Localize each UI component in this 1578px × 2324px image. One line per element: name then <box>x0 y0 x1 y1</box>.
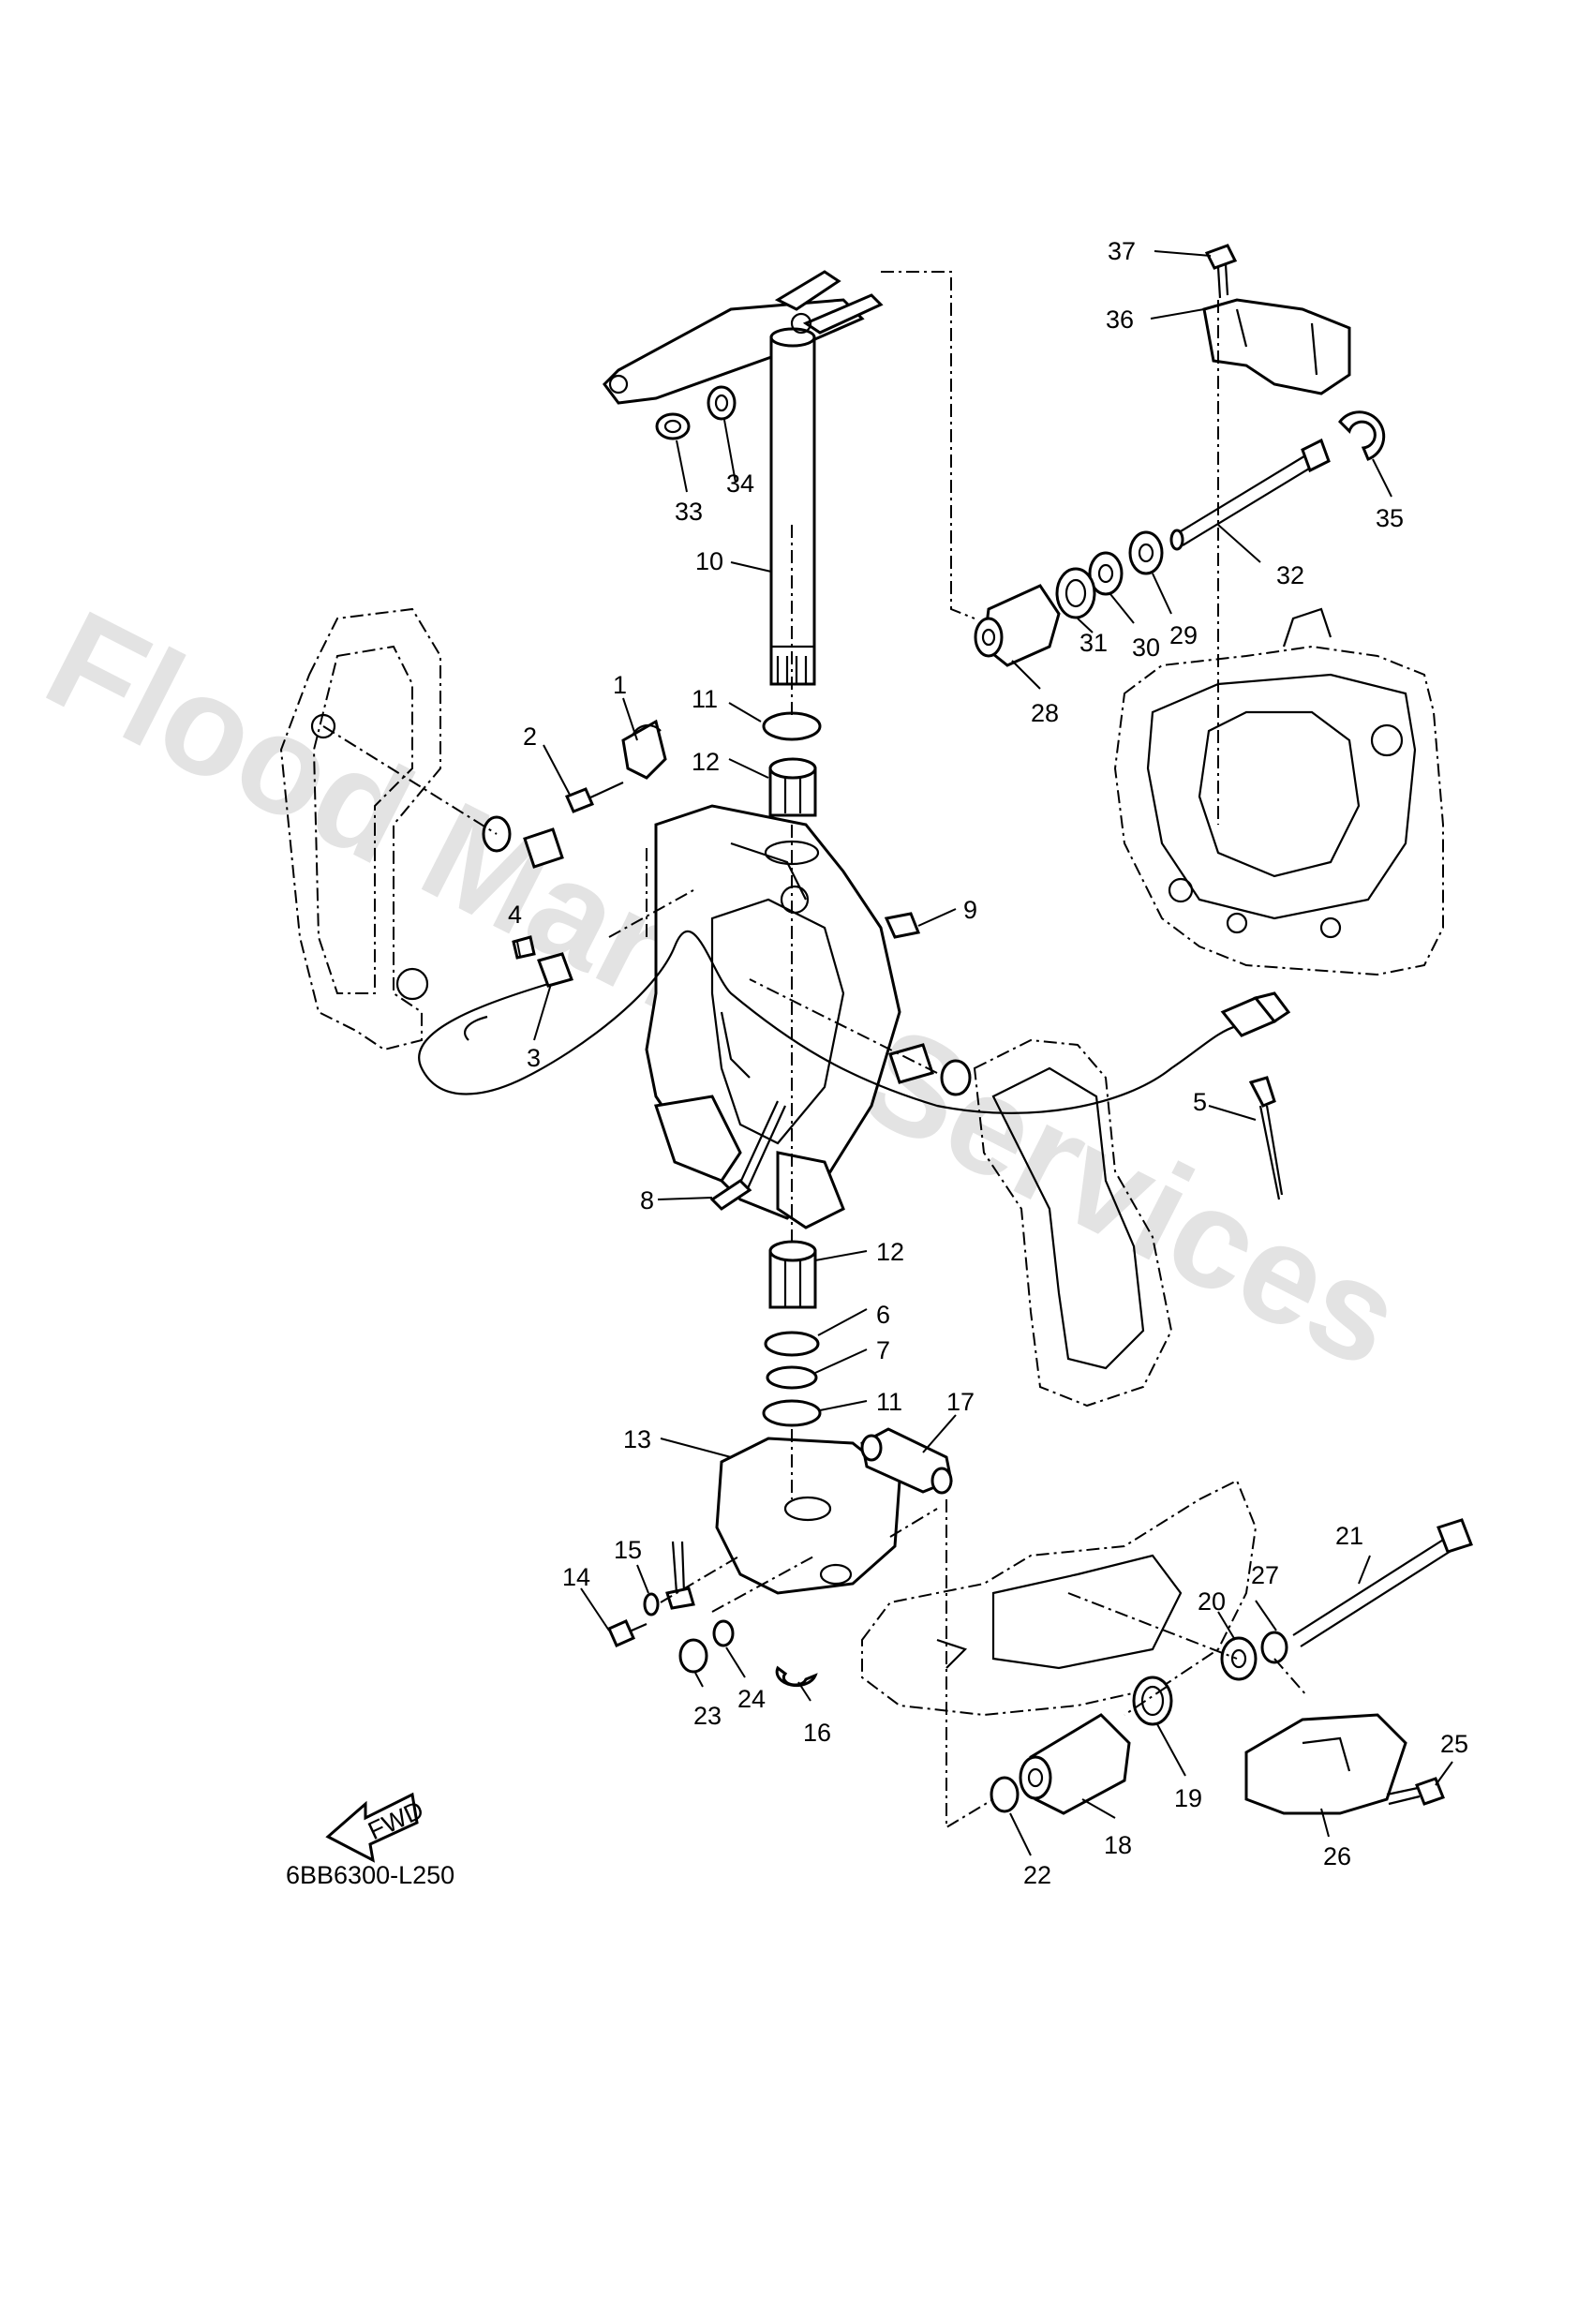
callout-34: 34 <box>726 469 754 498</box>
callout-12: 12 <box>692 748 720 776</box>
callout-3: 3 <box>527 1044 541 1072</box>
callout-28: 28 <box>1031 699 1059 727</box>
lower-casing <box>861 1038 1258 1717</box>
callout-37: 37 <box>1108 237 1136 265</box>
callout-1: 1 <box>613 671 627 699</box>
callout-12b: 12 <box>876 1238 904 1266</box>
upper-mount <box>974 244 1386 667</box>
callout-30: 30 <box>1132 633 1160 662</box>
callout-21: 21 <box>1335 1522 1363 1550</box>
lower-mount <box>607 1427 1473 1815</box>
assembly-lines <box>322 271 1308 1829</box>
callout-27: 27 <box>1251 1561 1279 1589</box>
callout-20: 20 <box>1198 1587 1226 1616</box>
callout-16: 16 <box>803 1719 831 1747</box>
upper-housing <box>1113 607 1444 976</box>
callout-6: 6 <box>876 1301 890 1329</box>
callout-25: 25 <box>1440 1730 1468 1758</box>
callout-2: 2 <box>523 723 537 751</box>
swivel-bracket <box>645 804 901 1229</box>
callout-10: 10 <box>695 547 723 575</box>
callout-19: 19 <box>1174 1784 1202 1812</box>
callout-11b: 11 <box>876 1388 902 1416</box>
fwd-arrow-icon: FWD <box>325 1792 428 1863</box>
leader-lines <box>516 250 1453 1856</box>
callout-35: 35 <box>1376 504 1404 532</box>
callout-9: 9 <box>963 896 977 924</box>
callout-33: 33 <box>675 498 703 526</box>
callout-4: 4 <box>508 901 522 929</box>
small-parts <box>418 385 1291 1427</box>
callouts: 37 36 35 32 29 30 31 28 33 34 10 11 12 1… <box>508 237 1468 1889</box>
callout-14: 14 <box>562 1563 590 1591</box>
clamp-bracket <box>279 607 441 1051</box>
callout-32: 32 <box>1276 561 1304 589</box>
callout-31: 31 <box>1079 629 1108 657</box>
callout-7: 7 <box>876 1336 890 1364</box>
callout-17: 17 <box>946 1388 975 1416</box>
diagram-code: 6BB6300-L250 <box>286 1861 454 1889</box>
callout-22: 22 <box>1023 1861 1051 1889</box>
callout-5: 5 <box>1193 1088 1207 1116</box>
callout-29: 29 <box>1169 621 1198 649</box>
callout-26: 26 <box>1323 1842 1351 1870</box>
callout-13: 13 <box>623 1425 651 1453</box>
callout-24: 24 <box>737 1685 766 1713</box>
callout-11: 11 <box>692 685 718 713</box>
callout-15: 15 <box>614 1536 642 1564</box>
callout-8: 8 <box>640 1186 654 1214</box>
callout-18: 18 <box>1104 1831 1132 1859</box>
callout-23: 23 <box>693 1702 722 1730</box>
callout-36: 36 <box>1106 305 1134 334</box>
